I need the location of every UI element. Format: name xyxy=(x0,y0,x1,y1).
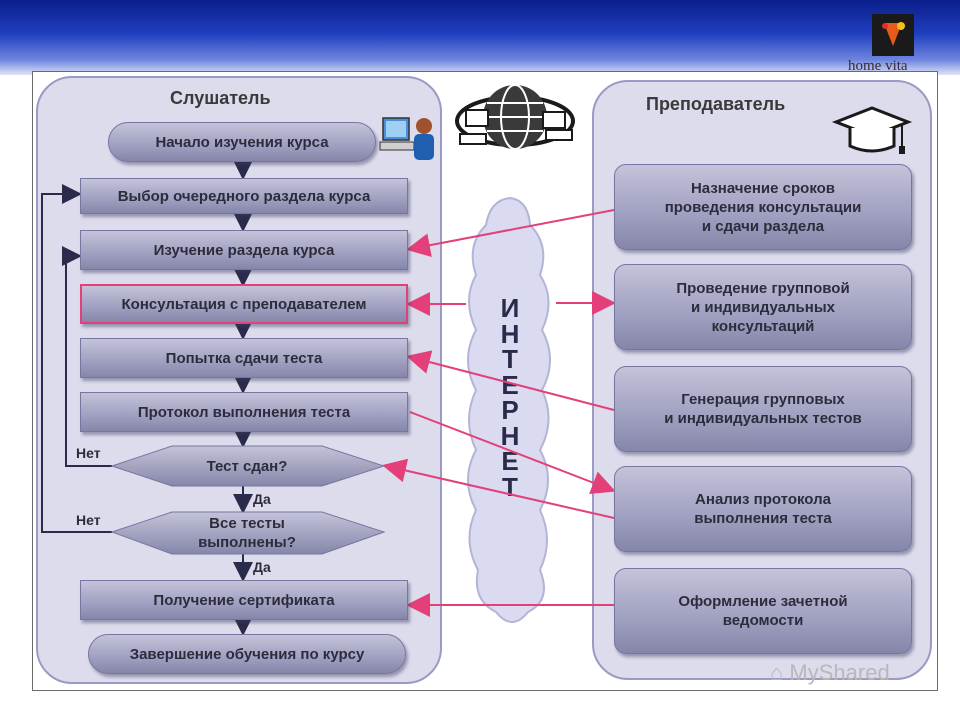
teacher-tests-generation: Генерация групповых и индивидуальных тес… xyxy=(614,366,912,452)
watermark-text: MyShared xyxy=(789,660,889,685)
step-choose-section: Выбор очередного раздела курса xyxy=(80,178,408,214)
teacher-consultations-line2: и индивидуальных xyxy=(691,298,835,317)
step-certificate: Получение сертификата xyxy=(80,580,408,620)
watermark: ⌂ MyShared xyxy=(770,660,890,686)
teacher-tests-generation-line1: Генерация групповых xyxy=(681,390,845,409)
step-start-course: Начало изучения курса xyxy=(108,122,376,162)
label-yes-2: Да xyxy=(253,559,271,575)
teacher-record-sheet-line1: Оформление зачетной xyxy=(678,592,847,611)
step-consultation: Консультация с преподавателем xyxy=(80,284,408,324)
decision-all-tests-line1: Все тесты xyxy=(209,514,285,533)
teacher-protocol-analysis: Анализ протокола выполнения теста xyxy=(614,466,912,552)
teacher-deadlines-line1: Назначение сроков xyxy=(691,179,835,198)
internet-connectors xyxy=(386,210,614,605)
step-finish: Завершение обучения по курсу xyxy=(88,634,406,674)
label-yes-1: Да xyxy=(253,491,271,507)
teacher-consultations: Проведение групповой и индивидуальных ко… xyxy=(614,264,912,350)
label-no-2: Нет xyxy=(76,512,101,528)
watermark-icon: ⌂ xyxy=(770,660,789,685)
teacher-consultations-line3: консультаций xyxy=(712,317,815,336)
teacher-protocol-analysis-line1: Анализ протокола xyxy=(695,490,831,509)
decision-test-passed: Тест сдан? xyxy=(172,446,322,486)
teacher-deadlines-line3: и сдачи раздела xyxy=(702,217,824,236)
decision-all-tests: Все тесты выполнены? xyxy=(172,512,322,554)
teacher-consultations-line1: Проведение групповой xyxy=(676,279,849,298)
teacher-tests-generation-line2: и индивидуальных тестов xyxy=(664,409,862,428)
label-no-1: Нет xyxy=(76,445,101,461)
teacher-deadlines: Назначение сроков проведения консультаци… xyxy=(614,164,912,250)
teacher-record-sheet-line2: ведомости xyxy=(723,611,804,630)
teacher-deadlines-line2: проведения консультации xyxy=(665,198,862,217)
decision-all-tests-line2: выполнены? xyxy=(198,533,296,552)
step-test-protocol: Протокол выполнения теста xyxy=(80,392,408,432)
step-test-attempt: Попытка сдачи теста xyxy=(80,338,408,378)
teacher-protocol-analysis-line2: выполнения теста xyxy=(694,509,832,528)
teacher-record-sheet: Оформление зачетной ведомости xyxy=(614,568,912,654)
step-study-section: Изучение раздела курса xyxy=(80,230,408,270)
